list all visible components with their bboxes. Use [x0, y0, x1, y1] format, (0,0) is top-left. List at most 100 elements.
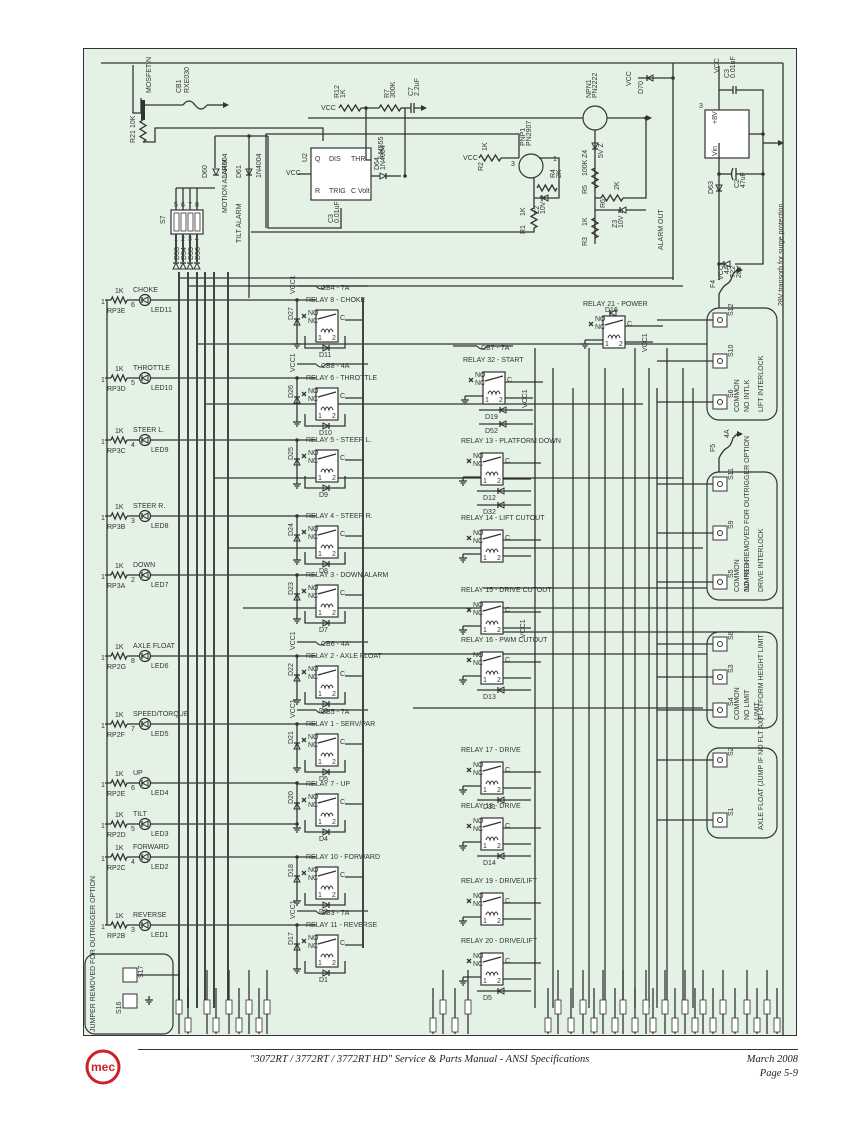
- resistor-value: 1K: [115, 771, 124, 778]
- reg-pin-number: 3: [699, 103, 703, 110]
- reg-pin-out: +8V: [712, 111, 719, 124]
- diode-body: [322, 422, 331, 430]
- connector-pin: [599, 999, 607, 1015]
- resistor-value: 1K: [115, 845, 124, 852]
- diode-body: [293, 874, 301, 883]
- r12-ref: R12: [334, 85, 341, 98]
- relay-name: RELAY 19 - DRIVE/LIFT: [461, 878, 538, 885]
- pin-nc: NC: [308, 593, 318, 600]
- switch-terminal: [712, 353, 728, 369]
- relay-contact: [482, 605, 502, 612]
- terminal-icon: [717, 317, 723, 323]
- relay-coil-icon: [485, 471, 499, 477]
- resistor-value: 1K: [115, 288, 124, 295]
- switch-group-title: DRIVE INTERLOCK: [758, 528, 765, 592]
- led-icon: [138, 717, 152, 731]
- pin-coil-2: 2: [497, 843, 501, 850]
- switch-label: NO INTLK: [744, 379, 751, 412]
- no-connect-icon: [466, 823, 472, 829]
- pin-nc: NC: [308, 458, 318, 465]
- connector-pin: [699, 999, 707, 1015]
- no-connect-icon: [466, 958, 472, 964]
- circuit-breaker-ref: CB3 - 7A: [321, 910, 350, 917]
- rp-pin-1: 1: [101, 782, 105, 789]
- switch-ref: S12: [728, 303, 735, 316]
- rp-pin-1: 1: [101, 823, 105, 830]
- circuit-breaker-icon: [476, 345, 488, 350]
- c3-reg-ref: C3: [724, 69, 731, 78]
- connector-pin: [661, 999, 669, 1015]
- switch-terminal: [712, 476, 728, 492]
- led-diode-icon: [140, 779, 149, 787]
- rp-pin-1: 1: [101, 299, 105, 306]
- led-icon: [138, 817, 152, 831]
- c3-value: 0.01uF: [334, 201, 341, 223]
- relay-diode-icon: [322, 768, 331, 776]
- pin-no: NO: [473, 530, 484, 537]
- rp-pin: 8: [131, 658, 135, 665]
- no-connect-icon: [301, 938, 307, 944]
- z2-zener-icon: [540, 194, 549, 202]
- relay-name: RELAY 17 - DRIVE: [461, 747, 521, 754]
- relay-name: RELAY 6 - THROTTLE: [306, 375, 378, 382]
- circuit-breaker-ref: CB8 - 4A: [321, 363, 350, 370]
- page-number: Page 5-9: [759, 1068, 798, 1079]
- diode-body: [293, 801, 301, 810]
- pin-nc: NC: [473, 660, 483, 667]
- mosfet-label: MOSFET N: [146, 57, 153, 93]
- ground-icon: [459, 977, 467, 986]
- switch-terminal: [122, 967, 138, 983]
- circuit-breaker-ref: CB4 - 7A: [321, 285, 350, 292]
- wire: [132, 65, 142, 114]
- d70-ref: D70: [638, 81, 645, 94]
- pin-coil-1: 1: [483, 677, 487, 684]
- diode-body: [322, 969, 331, 977]
- terminal-icon: [717, 817, 723, 823]
- wire: [265, 133, 520, 228]
- circuit-breaker-ref: CB5 - 7A: [321, 709, 350, 716]
- pin-no: NO: [308, 794, 319, 801]
- connector-pin: [763, 999, 771, 1015]
- ground-arrow-icon: [778, 140, 784, 146]
- connector-pin: [709, 1017, 717, 1033]
- relay-diode-ref: D11: [319, 352, 331, 359]
- r21-value: 10K: [130, 115, 137, 128]
- pin-c: C: [505, 767, 510, 774]
- junction-dot: [717, 262, 721, 266]
- resistor-value: 1K: [115, 913, 124, 920]
- relay-contact: [317, 391, 337, 398]
- c2-cap-icon: [730, 167, 734, 181]
- terminal-icon: [717, 530, 723, 536]
- s17-ref: S17: [138, 965, 145, 978]
- z2-ref: Z2: [534, 206, 541, 214]
- pin-coil-2: 2: [497, 555, 501, 562]
- reg-output-vcc: VCC: [714, 58, 721, 73]
- resistor-value: 1K: [115, 504, 124, 511]
- led-diode-icon: [140, 820, 149, 828]
- diode-body: [245, 168, 253, 177]
- r4-resistor-icon: [536, 183, 558, 193]
- led-diode-icon: [140, 921, 149, 929]
- s7-diode-label: D56: [195, 247, 202, 260]
- pin-nc: NC: [308, 534, 318, 541]
- s7-diode-label: D55: [188, 247, 195, 260]
- diode-body: [293, 942, 301, 951]
- relay-diode-icon: [322, 700, 331, 708]
- pin-no: NO: [473, 818, 484, 825]
- led-label: THROTTLE: [133, 365, 170, 372]
- relay-diode-ref: D52: [485, 428, 498, 435]
- pin-coil-2: 2: [497, 978, 501, 985]
- pin-no: NO: [308, 867, 319, 874]
- relay-name: RELAY 32 - START: [463, 357, 524, 364]
- pin-coil-1: 1: [318, 413, 322, 420]
- switch-ref: S5: [728, 569, 735, 578]
- led-icon: [138, 568, 152, 582]
- pin-coil-1: 1: [485, 397, 489, 404]
